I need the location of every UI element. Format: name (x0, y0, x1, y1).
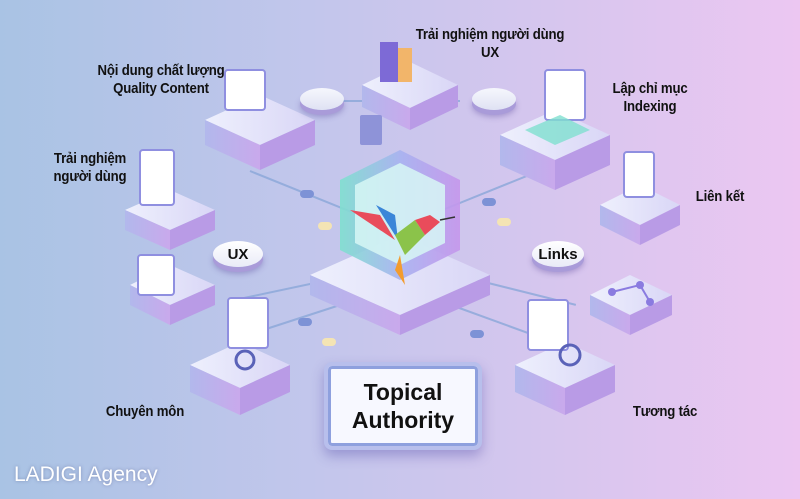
label-engagement: Tương tác (625, 403, 704, 421)
label-ux-top: Trải nghiệm người dùng UX (411, 26, 569, 62)
data-chip (318, 222, 332, 230)
data-chip (300, 190, 314, 198)
label-line: UX (481, 44, 499, 61)
label-user-experience-left: Trải nghiệm người dùng (46, 150, 134, 186)
label-line: Quality Content (113, 80, 209, 97)
platform-user-experience-left (125, 149, 215, 250)
center-title-line1: Topical (363, 379, 443, 405)
data-chip (497, 218, 511, 226)
label-line: Indexing (623, 98, 677, 115)
platform-links (600, 151, 680, 245)
label-line: Chuyên môn (105, 403, 185, 420)
platform-links-network (590, 275, 672, 335)
empty-pill (300, 88, 344, 110)
data-chip (298, 318, 312, 326)
empty-pill (472, 88, 516, 110)
label-links-vi: Liên kết (685, 188, 755, 206)
platform-ux-top (362, 42, 458, 130)
topical-authority-box: Topical Authority (324, 362, 482, 450)
label-line: Lập chỉ mục (612, 80, 688, 97)
label-indexing: Lập chỉ mục Indexing (606, 80, 694, 116)
label-expertise: Chuyên môn (101, 403, 189, 421)
label-line: Trải nghiệm người dùng (415, 26, 565, 43)
platform-ux-left (130, 254, 215, 325)
ux-pill-label: UX (227, 245, 249, 263)
watermark: LADIGI Agency (14, 463, 158, 486)
label-line: Trải nghiệm (53, 150, 127, 167)
platform-quality-content (205, 69, 315, 170)
platform-engagement (515, 299, 615, 415)
links-pill: Links (532, 241, 584, 267)
label-line: người dùng (53, 168, 127, 185)
data-chip (322, 338, 336, 346)
ux-pill: UX (213, 241, 263, 267)
data-chip (470, 330, 484, 338)
label-line: Liên kết (695, 188, 745, 205)
label-line: Nội dung chất lượng (97, 62, 225, 79)
hummingbird-cube-icon (340, 150, 460, 285)
data-chip (482, 198, 496, 206)
label-quality-content: Nội dung chất lượng Quality Content (95, 62, 227, 98)
center-title-line2: Authority (351, 407, 455, 433)
code-card (360, 115, 382, 145)
label-line: Tương tác (632, 403, 698, 420)
platform-indexing (500, 69, 610, 190)
links-pill-label: Links (538, 245, 578, 263)
platform-expertise (190, 297, 290, 415)
